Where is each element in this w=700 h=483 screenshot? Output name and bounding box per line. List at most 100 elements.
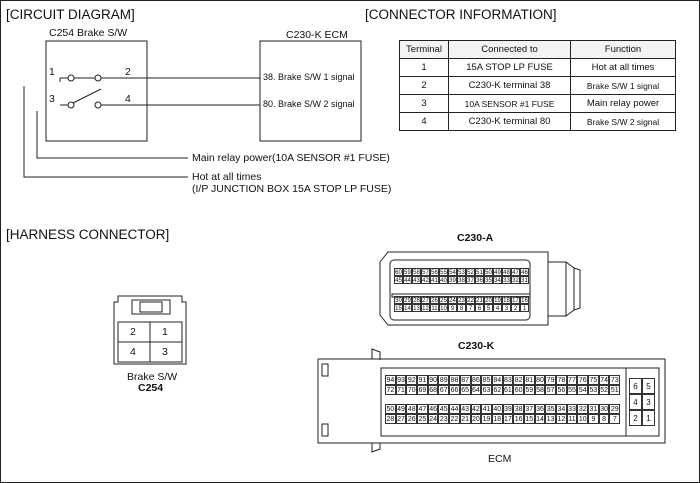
- pin-cell: 43: [459, 404, 471, 414]
- pin-cell: 15: [394, 304, 403, 312]
- pin-cell: 59: [523, 385, 535, 395]
- pin-cell: 14: [403, 304, 412, 312]
- pin-cell: 11: [430, 304, 439, 312]
- pin-cell: 12: [421, 304, 430, 312]
- pin-cell: 28: [385, 414, 396, 424]
- table-header-row: Terminal Connected to Function: [399, 40, 676, 59]
- pin-cell: 51: [609, 385, 621, 395]
- pin-cell: 9: [588, 414, 599, 424]
- circuit-diagram-title: [CIRCUIT DIAGRAM]: [6, 7, 135, 22]
- pin-cell: 31: [520, 276, 529, 284]
- pin-cell: 56: [430, 268, 439, 276]
- pin-cell: 7: [609, 414, 621, 424]
- pin-cell: 1: [520, 304, 529, 312]
- brake-pin-1: 1: [162, 326, 168, 338]
- pin-cell: 35: [484, 276, 493, 284]
- pin-cell: 48: [406, 404, 418, 414]
- pin-cell: 69: [417, 385, 428, 395]
- pin-cell: 68: [427, 385, 439, 395]
- pin-cell: 5: [642, 378, 655, 394]
- pin-cell: 51: [475, 268, 484, 276]
- pin-cell: 20: [484, 296, 493, 304]
- switch-pin-2: 2: [125, 66, 131, 78]
- pin-cell: 10: [577, 414, 589, 424]
- pin-cell: 27: [395, 414, 407, 424]
- pin-cell: 45: [394, 276, 403, 284]
- switch-pin-3: 3: [49, 93, 55, 105]
- pin-cell: 40: [439, 276, 448, 284]
- pin-cell: 40: [491, 404, 503, 414]
- pin-cell: 37: [466, 276, 475, 284]
- pin-cell: 55: [439, 268, 448, 276]
- hot-wire-label-1: Hot at all times: [192, 171, 262, 183]
- pin-cell: 38: [513, 404, 524, 414]
- pin-cell: 22: [449, 414, 460, 424]
- main-relay-wire-label: Main relay power(10A SENSOR #1 FUSE): [192, 152, 390, 164]
- pin-cell: 36: [475, 276, 484, 284]
- pin-cell: 31: [588, 404, 599, 414]
- switch-pin-1: 1: [49, 66, 55, 78]
- pin-cell: 30: [394, 296, 403, 304]
- pin-cell: 8: [598, 414, 610, 424]
- pin-cell: 50: [484, 268, 493, 276]
- pin-cell: 38: [457, 276, 466, 284]
- pin-cell: 63: [481, 385, 492, 395]
- pin-cell: 66: [449, 385, 460, 395]
- header-connected-to: Connected to: [448, 40, 571, 59]
- pin-cell: 20: [470, 414, 482, 424]
- pin-cell: 39: [448, 276, 457, 284]
- pin-cell: 48: [502, 268, 511, 276]
- pin-cell: 16: [520, 296, 529, 304]
- pin-cell: 62: [491, 385, 503, 395]
- pin-cell: 82: [513, 375, 524, 385]
- pin-cell: 86: [470, 375, 482, 385]
- pin-cell: 93: [395, 375, 407, 385]
- pin-cell: 90: [427, 375, 439, 385]
- pin-cell: 57: [421, 268, 430, 276]
- pin-cell: 27: [421, 296, 430, 304]
- pin-cell: 80: [534, 375, 546, 385]
- pin-cell: 28: [412, 296, 421, 304]
- pin-cell: 54: [577, 385, 589, 395]
- function-cell: Brake S/W 2 signal: [570, 112, 676, 131]
- pin-cell: 75: [588, 375, 599, 385]
- ecm-label: C230-K ECM: [286, 29, 348, 41]
- pin-cell: 42: [421, 276, 430, 284]
- pin-cell: 49: [395, 404, 407, 414]
- pin-cell: 83: [502, 375, 514, 385]
- pin-cell: 6: [475, 304, 484, 312]
- pin-cell: 46: [520, 268, 529, 276]
- pin-cell: 85: [481, 375, 492, 385]
- pin-cell: 55: [566, 385, 578, 395]
- pin-cell: 76: [577, 375, 589, 385]
- pin-cell: 8: [457, 304, 466, 312]
- brake-pin-4: 4: [130, 346, 136, 358]
- pin-cell: 50: [385, 404, 396, 414]
- pin-cell: 30: [598, 404, 610, 414]
- pin-cell: 33: [502, 276, 511, 284]
- ecm-caption: ECM: [488, 453, 512, 465]
- pin-cell: 60: [513, 385, 524, 395]
- pin-cell: 45: [438, 404, 450, 414]
- pin-cell: 32: [511, 276, 520, 284]
- pin-cell: 49: [493, 268, 502, 276]
- pin-cell: 88: [449, 375, 460, 385]
- pin-cell: 52: [466, 268, 475, 276]
- pin-cell: 53: [588, 385, 599, 395]
- pin-cell: 58: [534, 385, 546, 395]
- pin-cell: 6: [629, 378, 642, 394]
- pin-cell: 71: [395, 385, 407, 395]
- header-function: Function: [570, 40, 676, 59]
- pin-cell: 59: [403, 268, 412, 276]
- pin-cell: 43: [412, 276, 421, 284]
